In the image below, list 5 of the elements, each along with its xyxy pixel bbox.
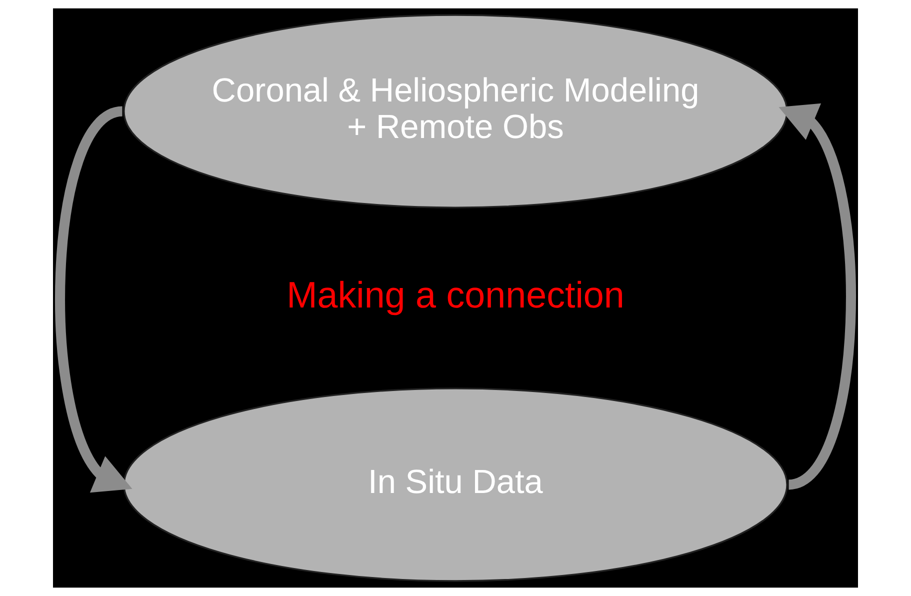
node-ellipse: Coronal & Heliospheric Modeling + Remote Obs — [123, 14, 788, 208]
arrow — [55, 106, 132, 493]
arrow — [778, 103, 856, 490]
label: Making a connection — [286, 274, 624, 316]
node-ellipse: In Situ Data — [123, 388, 788, 582]
